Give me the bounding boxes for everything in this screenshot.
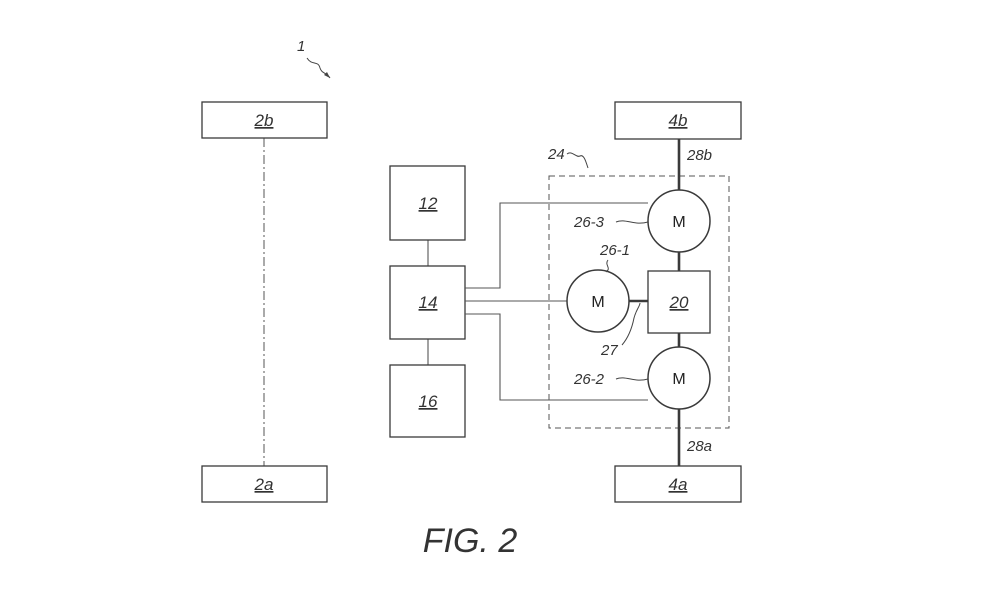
system-ref-arrowhead — [324, 72, 330, 78]
block-20-label: 20 — [669, 293, 689, 312]
motor-mid-circle — [566, 269, 630, 333]
figure-caption: FIG. 2 — [423, 522, 518, 560]
block-14 — [389, 265, 466, 340]
rear-axle-top-box — [614, 101, 742, 140]
drive-unit-ref-label: 24 — [547, 146, 565, 163]
front-axle-bottom-box — [201, 465, 328, 503]
block-16-label: 16 — [419, 392, 438, 411]
wire-14-to-motor-top — [465, 202, 648, 289]
front-axle-bottom-label: 2a — [254, 475, 274, 494]
motor-mid-leader — [605, 259, 609, 273]
motor-top-ref-label: 26-3 — [573, 214, 605, 231]
shaft-bottom-ref-label: 28a — [686, 438, 712, 455]
motor-top-leader — [615, 220, 649, 224]
motor-bottom-circle — [647, 346, 711, 410]
coupling-leader — [621, 302, 641, 346]
block-16 — [389, 364, 466, 438]
front-axle-top-label: 2b — [254, 111, 274, 130]
block-12-label: 12 — [419, 194, 438, 213]
system-ref-label: 1 — [297, 38, 305, 55]
rear-axle-bottom-label: 4a — [669, 475, 688, 494]
block-14-label: 14 — [419, 293, 438, 312]
drive-unit-leader — [566, 152, 589, 169]
rear-axle-top-label: 4b — [669, 111, 688, 130]
drive-unit-boundary — [548, 175, 730, 429]
coupling-ref-label: 27 — [600, 342, 618, 359]
motor-top-symbol: M — [672, 214, 685, 231]
motor-bottom-symbol: M — [672, 371, 685, 388]
shaft-top-ref-label: 28b — [686, 147, 712, 164]
wire-14-to-motor-bottom — [465, 313, 648, 401]
block-12 — [389, 165, 466, 241]
motor-top-circle — [647, 189, 711, 253]
motor-mid-ref-label: 26-1 — [599, 242, 630, 259]
front-axle-top-box — [201, 101, 328, 139]
motor-bottom-ref-label: 26-2 — [573, 371, 605, 388]
block-20 — [647, 270, 711, 334]
rear-axle-bottom-box — [614, 465, 742, 503]
motor-mid-symbol: M — [591, 294, 604, 311]
motor-bottom-leader — [615, 377, 649, 381]
